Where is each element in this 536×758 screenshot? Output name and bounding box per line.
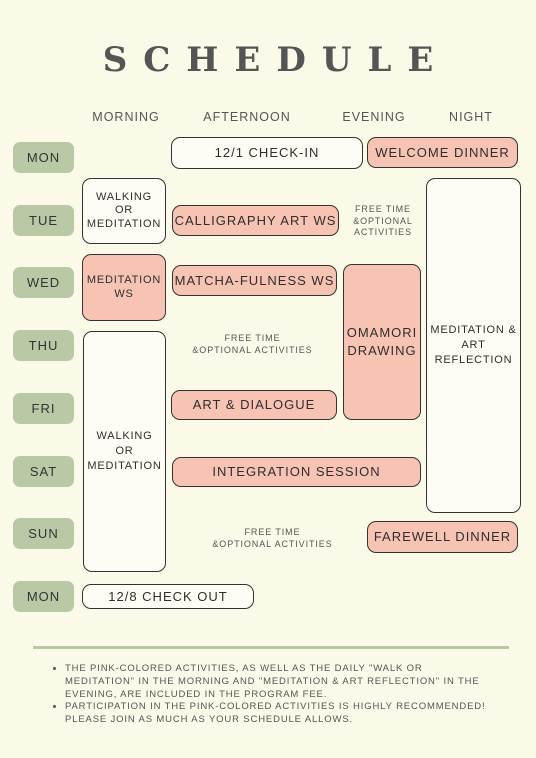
column-header-evening: EVENING [342, 110, 406, 124]
event-integration-session: INTEGRATION SESSION [172, 457, 421, 487]
day-label-sat: SAT [13, 456, 74, 487]
day-label-mon-checkout: MON [13, 581, 74, 612]
column-header-night: NIGHT [449, 110, 493, 124]
event-calligraphy-art-ws: CALLIGRAPHY ART WS [172, 205, 339, 236]
event-walking-or-meditation-thu: WALKING OR MEDITATION [83, 331, 166, 572]
day-label-sun: SUN [13, 518, 74, 549]
notes-list: THE PINK-COLORED ACTIVITIES, AS WELL AS … [52, 663, 495, 727]
event-meditation-art-reflection: MEDITATION & ART REFLECTION [426, 178, 521, 513]
column-header-afternoon: AFTERNOON [203, 110, 291, 124]
event-meditation-ws: MEDITATION WS [82, 254, 166, 321]
event-checkout: 12/8 CHECK OUT [82, 584, 254, 609]
event-art-dialogue: ART & DIALOGUE [171, 390, 337, 420]
event-checkin: 12/1 CHECK-IN [171, 137, 363, 169]
divider [33, 646, 509, 649]
note-item: THE PINK-COLORED ACTIVITIES, AS WELL AS … [65, 663, 495, 701]
day-label-thu: THU [13, 330, 74, 361]
free-time-thu: FREE TIME &OPTIONAL ACTIVITIES [192, 333, 313, 355]
event-matcha-fulness-ws: MATCHA-FULNESS WS [172, 265, 337, 296]
event-omamori-drawing: OMAMORI DRAWING [343, 264, 421, 420]
event-walking-or-meditation-tue: WALKING OR MEDITATION [82, 178, 166, 244]
event-farewell-dinner: FAREWELL DINNER [367, 521, 518, 553]
page-title: SCHEDULE [102, 40, 450, 80]
note-item: PARTICIPATION IN THE PINK-COLORED ACTIVI… [65, 701, 495, 727]
free-time-sun: FREE TIME &OPTIONAL ACTIVITIES [212, 527, 333, 549]
column-header-morning: MORNING [92, 110, 160, 124]
free-time-tue: FREE TIME &OPTIONAL ACTIVITIES [353, 204, 413, 238]
day-label-wed: WED [13, 267, 74, 298]
event-welcome-dinner: WELCOME DINNER [367, 137, 518, 168]
day-label-mon: MON [13, 142, 74, 173]
day-label-fri: FRI [13, 393, 74, 424]
day-label-tue: TUE [13, 205, 74, 236]
